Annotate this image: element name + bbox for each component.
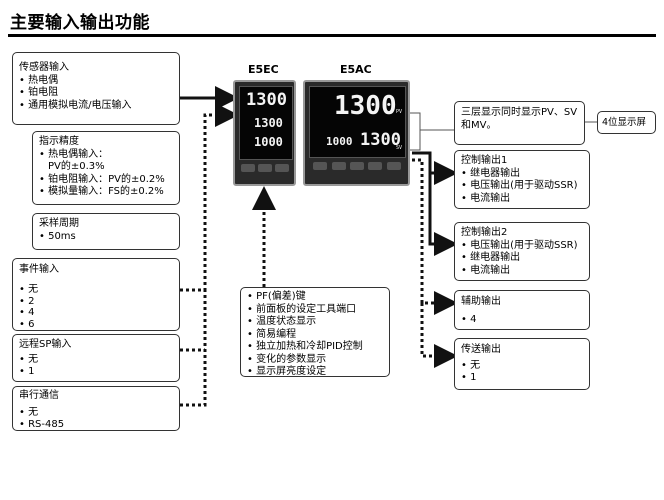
event-input-heading: 事件输入 bbox=[19, 264, 59, 275]
control-output2-item: 电压输出(用于驱动SSR) bbox=[461, 240, 583, 253]
e5ec-label: E5EC bbox=[248, 63, 279, 76]
feature-item: 显示屏亮度设定 bbox=[247, 366, 383, 379]
sensor-input-item: 热电偶 bbox=[19, 75, 173, 88]
sampling-item: 50ms bbox=[39, 231, 173, 244]
e5ec-key bbox=[275, 164, 290, 172]
control1-arrow bbox=[412, 151, 458, 185]
remote-sp-item: 无 bbox=[19, 354, 173, 367]
e5ac-keypad bbox=[311, 162, 403, 170]
e5ec-controller: 1300 1300 1000 bbox=[233, 80, 296, 186]
e5ec-pv-display: 1300 bbox=[246, 90, 287, 110]
feature-item: 简易编程 bbox=[247, 329, 383, 342]
control-output1-box: 控制输出1 继电器输出 电压输出(用于驱动SSR) 电流输出 bbox=[454, 150, 590, 209]
sensor-input-heading: 传感器输入 bbox=[19, 62, 69, 73]
serial-comm-box: 串行通信 无 RS-485 bbox=[12, 386, 180, 431]
serial-comm-heading: 串行通信 bbox=[19, 390, 59, 401]
accuracy-item: 模拟量输入：FS的±0.2% bbox=[39, 186, 173, 199]
e5ec-key bbox=[240, 164, 255, 172]
feature-item: 前面板的设定工具端口 bbox=[247, 304, 383, 317]
remote-sp-heading: 远程SP输入 bbox=[19, 339, 72, 350]
e5ac-side-label-pv: PV bbox=[396, 109, 403, 115]
event-input-item: 4 bbox=[19, 307, 173, 319]
aux-output-item: 4 bbox=[461, 314, 583, 327]
transfer-arrow-dotted bbox=[420, 303, 458, 368]
sampling-heading: 采样周期 bbox=[39, 218, 79, 229]
aux-output-heading: 辅助输出 bbox=[461, 296, 501, 307]
accuracy-box: 指示精度 热电偶输入： PV的±0.3% 铂电阻输入：PV的±0.2% 模拟量输… bbox=[32, 131, 180, 205]
transfer-output-heading: 传送输出 bbox=[461, 344, 501, 355]
control-output1-item: 电压输出(用于驱动SSR) bbox=[461, 180, 583, 193]
control-output1-item: 继电器输出 bbox=[461, 168, 583, 181]
feature-item: 温度状态显示 bbox=[247, 316, 383, 329]
page-title: 主要输入输出功能 bbox=[10, 13, 150, 33]
accuracy-item: PV的±0.3% bbox=[48, 161, 105, 172]
serial-comm-item: RS-485 bbox=[19, 419, 173, 432]
control2-arrow bbox=[428, 173, 458, 256]
event-input-item: 6 bbox=[19, 319, 173, 331]
event-input-item: 2 bbox=[19, 296, 173, 308]
remote-sp-item: 1 bbox=[19, 366, 173, 379]
input-bus-dotted bbox=[180, 103, 239, 292]
sensor-input-item: 通用模拟电流/电压输入 bbox=[19, 100, 173, 113]
e5ec-keypad bbox=[239, 164, 291, 172]
remote-sp-box: 远程SP输入 无 1 bbox=[12, 334, 180, 382]
control-output2-heading: 控制输出2 bbox=[461, 227, 508, 238]
e5ac-mv-display: 1000 bbox=[326, 135, 353, 148]
aux-output-box: 辅助输出 4 bbox=[454, 290, 590, 330]
e5ac-key bbox=[368, 162, 383, 170]
digits-note-box: 4位显示屏 bbox=[597, 111, 656, 134]
digits-note-text: 4位显示屏 bbox=[602, 117, 647, 128]
e5ac-key bbox=[349, 162, 364, 170]
control-output2-box: 控制输出2 电压输出(用于驱动SSR) 继电器输出 电流输出 bbox=[454, 222, 590, 281]
feature-item: PF(偏差)键 bbox=[247, 291, 383, 304]
control-output1-heading: 控制输出1 bbox=[461, 155, 508, 166]
control-output2-item: 电流输出 bbox=[461, 265, 583, 278]
event-input-item: 无 bbox=[19, 284, 173, 296]
event-input-box: 事件输入 无 2 4 6 bbox=[12, 258, 180, 331]
control-output1-item: 电流输出 bbox=[461, 193, 583, 206]
aux-arrow-dotted bbox=[412, 158, 458, 315]
e5ac-sv-display: 1300 bbox=[360, 130, 401, 150]
sensor-input-box: 传感器输入 热电偶 铂电阻 通用模拟电流/电压输入 bbox=[12, 52, 180, 125]
e5ac-lcd: 1300 PV 1000 1300 SV bbox=[309, 86, 406, 158]
e5ac-key bbox=[313, 162, 328, 170]
display-bracket bbox=[410, 112, 421, 151]
sensor-input-item: 铂电阻 bbox=[19, 87, 173, 100]
transfer-output-box: 传送输出 无 1 bbox=[454, 338, 590, 390]
sampling-box: 采样周期 50ms bbox=[32, 213, 180, 250]
e5ec-lcd: 1300 1300 1000 bbox=[239, 86, 293, 160]
e5ac-label: E5AC bbox=[340, 63, 372, 76]
e5ac-side-label-sv: SV bbox=[396, 145, 403, 151]
serial-comm-item: 无 bbox=[19, 407, 173, 420]
accuracy-heading: 指示精度 bbox=[39, 136, 79, 147]
control-output2-item: 继电器输出 bbox=[461, 252, 583, 265]
e5ac-pv-display: 1300 bbox=[334, 91, 397, 121]
feature-item: 变化的参数显示 bbox=[247, 354, 383, 367]
accuracy-item: 铂电阻输入：PV的±0.2% bbox=[39, 174, 173, 187]
e5ec-key bbox=[257, 164, 272, 172]
transfer-output-item: 无 bbox=[461, 360, 583, 373]
title-rule bbox=[8, 34, 656, 37]
display-note-text: 三层显示同时显示PV、SV和MV。 bbox=[461, 107, 578, 131]
e5ac-key bbox=[386, 162, 401, 170]
e5ac-key bbox=[331, 162, 346, 170]
e5ec-sv-display: 1300 bbox=[254, 116, 283, 130]
features-box: PF(偏差)键 前面板的设定工具端口 温度状态显示 简易编程 独立加热和冷却PI… bbox=[240, 287, 390, 377]
display-note-box: 三层显示同时显示PV、SV和MV。 bbox=[454, 101, 585, 145]
e5ec-mv-display: 1000 bbox=[254, 135, 283, 149]
serial-dotted bbox=[180, 290, 207, 407]
feature-item: 独立加热和冷却PID控制 bbox=[247, 341, 383, 354]
accuracy-item: 热电偶输入： bbox=[39, 149, 173, 162]
transfer-output-item: 1 bbox=[461, 372, 583, 385]
e5ac-controller: 1300 PV 1000 1300 SV bbox=[303, 80, 410, 186]
